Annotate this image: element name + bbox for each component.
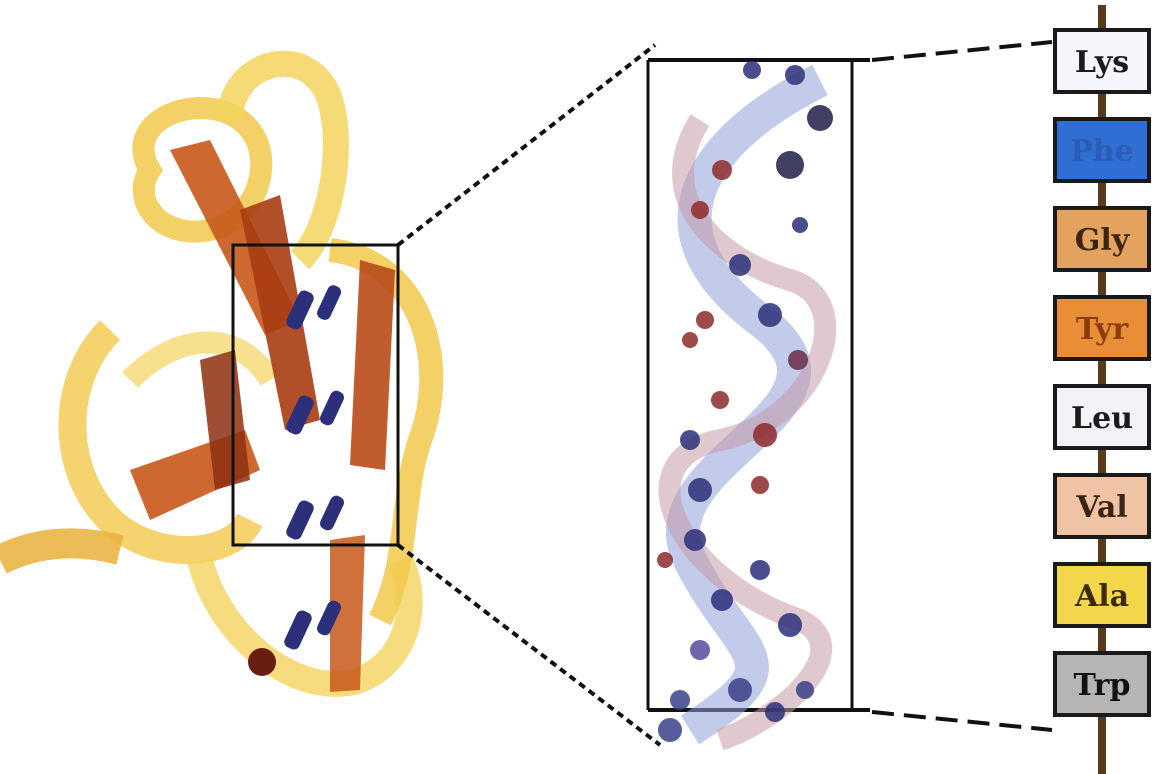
- helix-atom: [758, 303, 782, 327]
- helix-atom: [796, 681, 814, 699]
- amino-acid-tyr: Tyr: [1055, 297, 1149, 359]
- helix-atom: [712, 160, 732, 180]
- helix-atom: [785, 65, 805, 85]
- helix-atom: [658, 718, 682, 742]
- helix-atom: [743, 61, 761, 79]
- amino-acid-label: Trp: [1074, 668, 1131, 703]
- dark-node: [248, 648, 276, 676]
- amino-acid-label: Val: [1075, 490, 1127, 525]
- chain-connector-lines: [872, 42, 1052, 730]
- amino-acid-label: Leu: [1071, 401, 1133, 436]
- helix-atom: [696, 311, 714, 329]
- helix-atom: [778, 613, 802, 637]
- helix-atom: [690, 640, 710, 660]
- helix-atom: [792, 217, 808, 233]
- helix-atom: [657, 552, 673, 568]
- helix-atom: [688, 478, 712, 502]
- helix-atom: [711, 589, 733, 611]
- helix-atom: [807, 105, 833, 131]
- amino-acid-phe: Phe: [1055, 119, 1149, 181]
- helix-atom: [682, 332, 698, 348]
- amino-acid-leu: Leu: [1055, 386, 1149, 448]
- amino-acid-trp: Trp: [1055, 653, 1149, 715]
- amino-acid-lys: Lys: [1055, 30, 1149, 92]
- beta-sheet: [350, 260, 395, 470]
- amino-acid-gly: Gly: [1055, 208, 1149, 270]
- amino-acid-label: Tyr: [1076, 312, 1129, 347]
- amino-acid-ala: Ala: [1055, 564, 1149, 626]
- helix-atom: [729, 254, 751, 276]
- double-helix-panel: [648, 60, 870, 742]
- amino-acid-label: Gly: [1075, 223, 1131, 258]
- helix-atom: [711, 391, 729, 409]
- amino-acid-label: Lys: [1075, 45, 1129, 80]
- helix-atom: [788, 350, 808, 370]
- helix-atom: [765, 702, 785, 722]
- helix-atom: [691, 201, 709, 219]
- helix-atom: [750, 560, 770, 580]
- helix-atom: [751, 476, 769, 494]
- helix-atom: [684, 529, 706, 551]
- amino-acid-label: Ala: [1074, 579, 1129, 614]
- helix-atom: [670, 690, 690, 710]
- helix-atom: [728, 678, 752, 702]
- helix-atom: [776, 151, 804, 179]
- helix-atom: [753, 423, 777, 447]
- ribbon-tail: [0, 543, 120, 560]
- amino-acid-label: Phe: [1070, 134, 1133, 169]
- amino-acid-val: Val: [1055, 475, 1149, 537]
- ribbon-loop: [130, 343, 270, 381]
- helix-atom: [680, 430, 700, 450]
- protein-fold-illustration: [0, 64, 431, 692]
